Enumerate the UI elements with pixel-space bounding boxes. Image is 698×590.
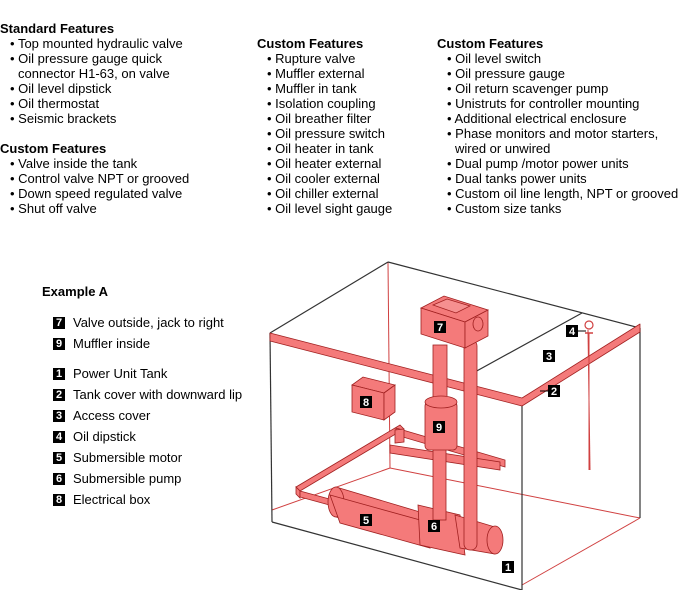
legend-row: 4 Oil dipstick bbox=[53, 426, 242, 447]
legend-row: 8 Electrical box bbox=[53, 489, 242, 510]
feature-item: Valve inside the tank bbox=[0, 156, 189, 171]
feature-item: Phase monitors and motor starters, bbox=[437, 126, 678, 141]
svg-text:7: 7 bbox=[437, 322, 443, 334]
legend-row: 6 Submersible pump bbox=[53, 468, 242, 489]
legend-label: Power Unit Tank bbox=[73, 366, 168, 381]
legend-row: 7 Valve outside, jack to right bbox=[53, 312, 224, 333]
feature-item: Rupture valve bbox=[257, 51, 392, 66]
feature-item: Oil heater in tank bbox=[257, 141, 392, 156]
feature-item: Oil pressure gauge bbox=[437, 66, 678, 81]
feature-item: Oil level sight gauge bbox=[257, 201, 392, 216]
legend-label: Muffler inside bbox=[73, 336, 151, 351]
feature-item: Additional electrical enclosure bbox=[437, 111, 678, 126]
legend-label: Submersible pump bbox=[73, 471, 182, 486]
number-badge: 8 bbox=[53, 493, 65, 506]
svg-text:3: 3 bbox=[546, 351, 552, 363]
legend-label: Oil dipstick bbox=[73, 429, 136, 444]
oil-dipstick bbox=[584, 320, 594, 470]
number-badge: 9 bbox=[53, 337, 65, 350]
number-badge: 4 bbox=[53, 430, 65, 443]
feature-item: Custom size tanks bbox=[437, 201, 678, 216]
legend-label: Access cover bbox=[73, 408, 151, 423]
feature-item: Oil return scavenger pump bbox=[437, 81, 678, 96]
tank-cover-lip bbox=[269, 323, 641, 407]
electrical-box bbox=[351, 376, 396, 421]
hydraulic-valve bbox=[419, 295, 490, 349]
submersible-motor bbox=[327, 486, 431, 549]
feature-item: Oil level switch bbox=[437, 51, 678, 66]
section-title: Standard Features bbox=[0, 21, 115, 36]
legend-row: 9 Muffler inside bbox=[53, 333, 224, 354]
tag-4: 4 bbox=[566, 325, 578, 338]
feature-item: Down speed regulated valve bbox=[0, 186, 189, 201]
tag-7: 7 bbox=[434, 321, 446, 334]
svg-text:9: 9 bbox=[436, 422, 442, 434]
example-parts-legend: 1 Power Unit Tank 2 Tank cover with downwa… bbox=[53, 363, 242, 510]
feature-item-continuation: connector H1-63, on valve bbox=[18, 66, 170, 81]
custom-features-section-2: Custom Features Rupture valve Muffler ex… bbox=[257, 36, 392, 216]
feature-item: Oil pressure gauge quick bbox=[0, 51, 183, 66]
legend-label: Electrical box bbox=[73, 492, 151, 507]
feature-item: Muffler in tank bbox=[257, 81, 392, 96]
svg-text:5: 5 bbox=[363, 515, 369, 527]
number-badge: 1 bbox=[53, 367, 65, 380]
tag-3: 3 bbox=[543, 350, 555, 363]
feature-item: Custom oil line length, NPT or grooved bbox=[437, 186, 678, 201]
svg-text:6: 6 bbox=[431, 521, 437, 533]
tag-5: 5 bbox=[360, 514, 372, 527]
feature-item: Oil chiller external bbox=[257, 186, 392, 201]
legend-label: Valve outside, jack to right bbox=[73, 315, 224, 330]
feature-item: Unistruts for controller mounting bbox=[437, 96, 678, 111]
feature-item-continuation: wired or unwired bbox=[455, 141, 551, 156]
feature-item: Oil level dipstick bbox=[0, 81, 183, 96]
feature-item: Shut off valve bbox=[0, 201, 189, 216]
legend-row: 3 Access cover bbox=[53, 405, 242, 426]
tag-8: 8 bbox=[360, 396, 372, 409]
svg-text:8: 8 bbox=[363, 397, 369, 409]
feature-item: Oil cooler external bbox=[257, 171, 392, 186]
svg-text:4: 4 bbox=[569, 326, 576, 338]
svg-text:2: 2 bbox=[551, 386, 557, 398]
number-badge: 6 bbox=[53, 472, 65, 485]
feature-item: Oil pressure switch bbox=[257, 126, 392, 141]
feature-item: Top mounted hydraulic valve bbox=[0, 36, 183, 51]
example-options-legend: 7 Valve outside, jack to right 9 Muffler i… bbox=[53, 312, 224, 354]
standard-features-section: Standard Features Top mounted hydraulic … bbox=[0, 21, 183, 126]
custom-features-section-3: Custom Features Oil level switch Oil pre… bbox=[437, 36, 678, 216]
number-badge: 5 bbox=[53, 451, 65, 464]
pipes bbox=[432, 339, 478, 551]
feature-item: Seismic brackets bbox=[0, 111, 183, 126]
example-title: Example A bbox=[42, 284, 108, 299]
number-badge: 2 bbox=[53, 388, 65, 401]
feature-item: Dual pump /motor power units bbox=[437, 156, 678, 171]
feature-item: Oil thermostat bbox=[0, 96, 183, 111]
feature-item: Oil heater external bbox=[257, 156, 392, 171]
svg-text:1: 1 bbox=[505, 562, 511, 574]
feature-item: Control valve NPT or grooved bbox=[0, 171, 189, 186]
legend-row: 5 Submersible motor bbox=[53, 447, 242, 468]
tag-9: 9 bbox=[433, 421, 445, 434]
tag-6: 6 bbox=[428, 520, 440, 533]
tag-2: 2 bbox=[548, 385, 560, 398]
number-badge: 3 bbox=[53, 409, 65, 422]
feature-item: Isolation coupling bbox=[257, 96, 392, 111]
custom-features-section-1: Custom Features Valve inside the tank Co… bbox=[0, 141, 189, 216]
legend-label: Submersible motor bbox=[73, 450, 183, 465]
section-title: Custom Features bbox=[257, 36, 364, 51]
legend-row: 1 Power Unit Tank bbox=[53, 363, 242, 384]
feature-item: Dual tanks power units bbox=[437, 171, 678, 186]
feature-item: Muffler external bbox=[257, 66, 392, 81]
leader-arrows bbox=[540, 330, 586, 392]
power-unit-tank bbox=[269, 261, 641, 590]
section-title: Custom Features bbox=[437, 36, 544, 51]
legend-row: 2 Tank cover with downward lip bbox=[53, 384, 242, 405]
number-badge: 7 bbox=[53, 316, 65, 329]
section-title: Custom Features bbox=[0, 141, 107, 156]
legend-label: Tank cover with downward lip bbox=[73, 387, 243, 402]
feature-item: Oil breather filter bbox=[257, 111, 392, 126]
tag-1: 1 bbox=[502, 561, 514, 574]
